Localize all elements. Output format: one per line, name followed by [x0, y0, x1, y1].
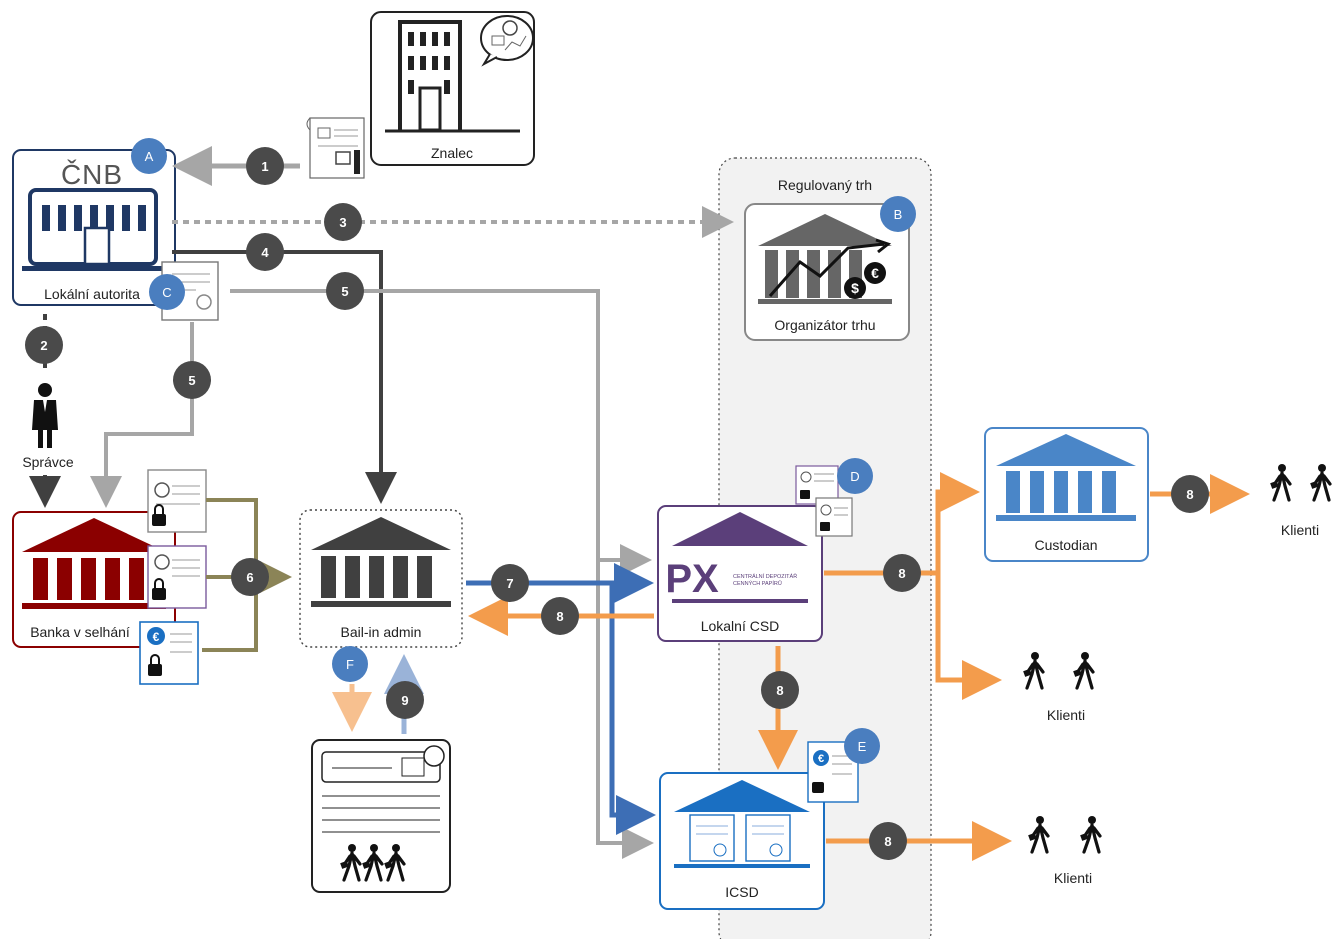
letter-badge-a: A — [131, 138, 167, 174]
cnb-logo: ČNB — [61, 159, 123, 190]
step-badge-5-bank: 5 — [173, 361, 211, 399]
svg-text:8: 8 — [1186, 487, 1193, 502]
svg-text:E: E — [858, 739, 867, 754]
svg-text:F: F — [346, 657, 354, 672]
regulated-market-title: Regulovaný trh — [778, 177, 872, 193]
euro-icon: € — [871, 265, 879, 281]
svg-text:8: 8 — [884, 834, 891, 849]
clients-label-middle: Klienti — [1047, 707, 1085, 723]
letter-badge-b: B — [880, 196, 916, 232]
step-badge-4: 4 — [246, 233, 284, 271]
svg-text:2: 2 — [40, 338, 47, 353]
local-csd-label: Lokalní CSD — [701, 618, 780, 634]
svg-text:D: D — [850, 469, 859, 484]
svg-text:B: B — [894, 207, 903, 222]
step-badge-5-csd: 5 — [326, 272, 364, 310]
speech-bubble-chart-icon — [480, 15, 534, 67]
arrow-7-icsd — [609, 583, 656, 835]
step-badge-7: 7 — [491, 564, 529, 602]
step-badge-8-bailin: 8 — [541, 597, 579, 635]
share-certificate-purple-icon — [147, 545, 207, 609]
svg-text:8: 8 — [556, 609, 563, 624]
px-logo-text-2: CENNÝCH PAPÍRŮ — [733, 580, 782, 587]
valuation-report-icon — [306, 117, 365, 179]
euro-icon-bank: € — [153, 630, 160, 644]
euro-icon-icsd: € — [818, 753, 824, 765]
icsd-node[interactable]: ICSD — [659, 772, 825, 910]
step-badge-8-custodian: 8 — [1171, 475, 1209, 513]
organizer-label: Organizátor trhu — [774, 317, 875, 333]
dollar-icon: $ — [851, 280, 859, 296]
svg-text:5: 5 — [188, 373, 195, 388]
arrow-5-icsd — [596, 560, 654, 859]
svg-text:A: A — [145, 149, 154, 164]
svg-text:7: 7 — [506, 576, 513, 591]
arrow-8-clients-mid — [935, 573, 1002, 700]
znalec-node[interactable]: Znalec — [370, 11, 535, 166]
svg-text:3: 3 — [339, 215, 346, 230]
cnb-label: Lokální autorita — [44, 286, 140, 302]
svg-text:8: 8 — [776, 683, 783, 698]
px-logo: PX — [665, 557, 719, 601]
csd-certificates-icon — [795, 465, 853, 537]
step-badge-2: 2 — [25, 326, 63, 364]
local-csd-node[interactable]: PX CENTRÁLNÍ DEPOZITÁŘ CENNÝCH PAPÍRŮ Lo… — [657, 505, 823, 642]
letter-badge-c: C — [149, 274, 185, 310]
shareholder-register-icon — [311, 739, 451, 893]
share-certificate-blue-icon: € — [139, 621, 199, 685]
step-badge-1: 1 — [246, 147, 284, 185]
cnb-node[interactable]: ČNB Lokální autorita — [12, 149, 176, 306]
bank-growth-icon: € $ — [758, 214, 892, 304]
administrator-label: Správce — [22, 454, 74, 470]
step-badge-3: 3 — [324, 203, 362, 241]
arrow-4 — [172, 250, 397, 504]
svg-text:6: 6 — [246, 570, 253, 585]
bailin-bank-icon — [311, 517, 451, 607]
clients-label-bottom: Klienti — [1054, 870, 1092, 886]
organizer-node[interactable]: € $ Organizátor trhu — [744, 203, 910, 341]
share-certificate-gray-icon — [147, 469, 207, 533]
letter-badge-f: F — [332, 646, 368, 682]
clients-label-top: Klienti — [1281, 522, 1319, 538]
icsd-documents-icon — [689, 814, 791, 862]
clients-group-bottom — [1026, 814, 1102, 854]
svg-text:5: 5 — [341, 284, 348, 299]
custodian-label: Custodian — [1034, 537, 1097, 553]
letter-badge-d: D — [837, 458, 873, 494]
step-badge-8-split: 8 — [883, 554, 921, 592]
custodian-node[interactable]: Custodian — [984, 427, 1149, 562]
office-building-icon — [385, 20, 520, 133]
icsd-label: ICSD — [725, 884, 758, 900]
step-badge-9: 9 — [386, 681, 424, 719]
letter-badge-e: E — [844, 728, 880, 764]
step-badge-6: 6 — [231, 558, 269, 596]
step-badge-8-icsd: 8 — [761, 671, 799, 709]
bailin-admin-label: Bail-in admin — [341, 624, 422, 640]
svg-text:8: 8 — [898, 566, 905, 581]
bailin-admin-node[interactable]: Bail-in admin — [299, 509, 463, 648]
svg-text:1: 1 — [261, 159, 268, 174]
clients-group-middle — [1021, 650, 1095, 690]
znalec-label: Znalec — [431, 145, 473, 161]
administrator-icon — [32, 383, 58, 448]
px-logo-text-1: CENTRÁLNÍ DEPOZITÁŘ — [733, 572, 797, 580]
failing-bank-label: Banka v selhání — [30, 624, 130, 640]
failing-bank-node[interactable]: Banka v selhání — [12, 511, 176, 648]
step-badge-8-bottom: 8 — [869, 822, 907, 860]
cnb-building-icon — [22, 188, 164, 271]
arrow-8-custodian — [935, 472, 980, 573]
svg-text:4: 4 — [261, 245, 269, 260]
arrow-5-csd — [230, 289, 652, 576]
clients-group-top — [1268, 462, 1332, 502]
svg-text:9: 9 — [401, 693, 408, 708]
svg-text:C: C — [162, 285, 171, 300]
bank-building-icon — [22, 518, 166, 609]
